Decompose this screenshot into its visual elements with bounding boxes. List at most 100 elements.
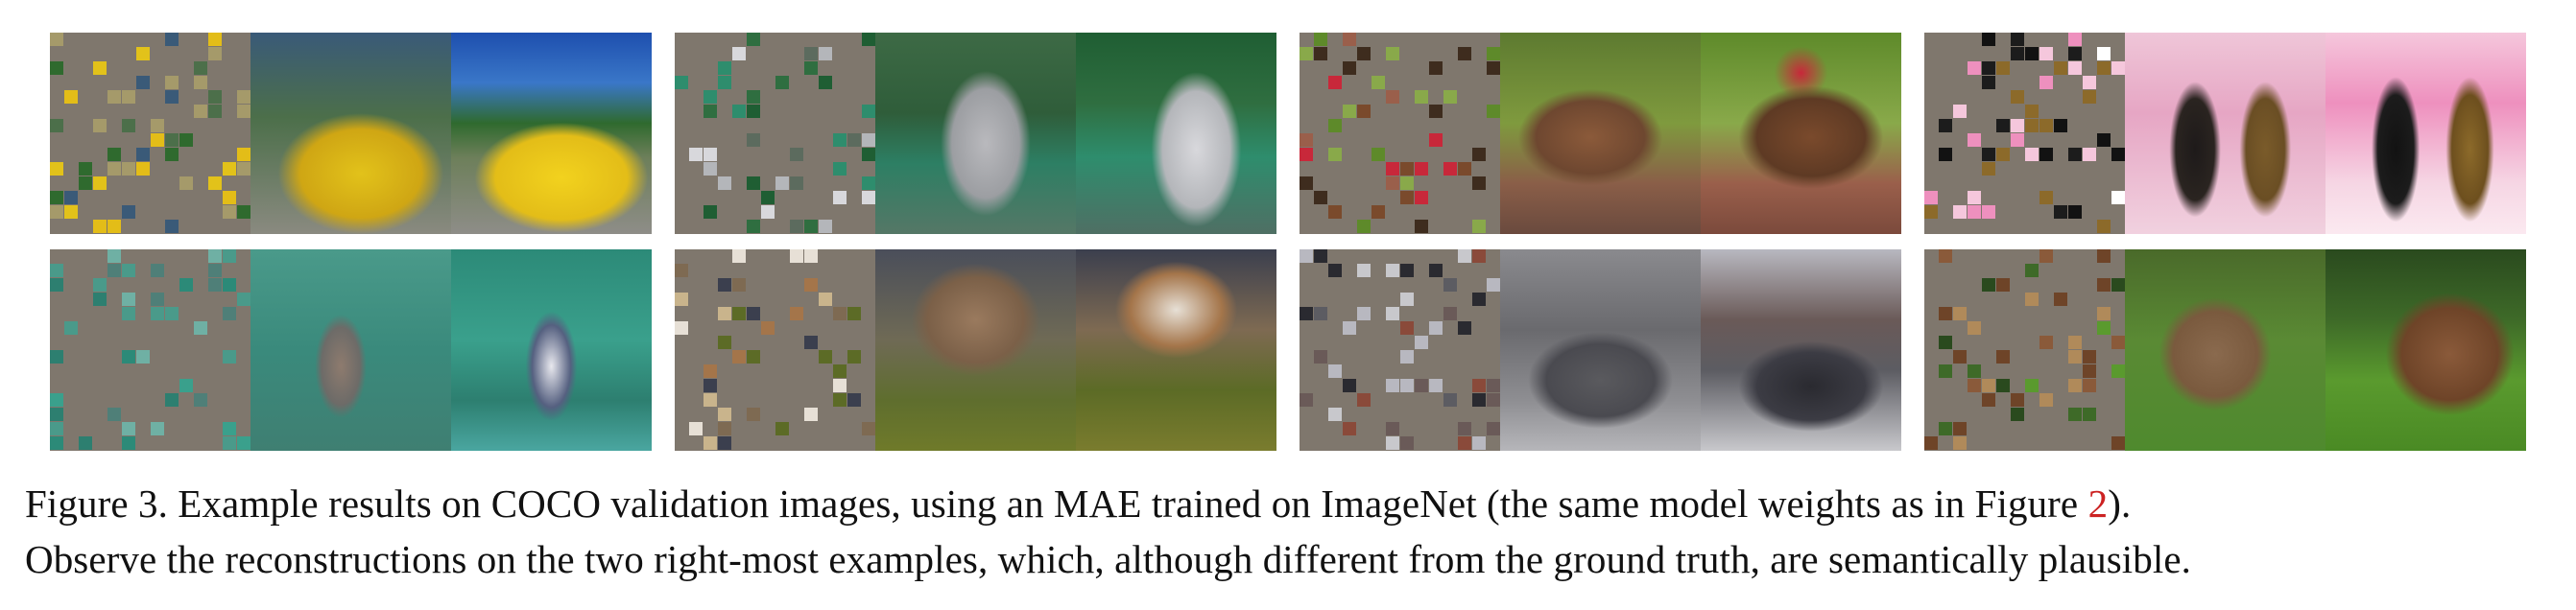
visible-patch [2097,249,2111,263]
visible-patch [1415,220,1428,233]
visible-patch [107,148,121,161]
visible-patch [2025,379,2039,392]
visible-patch [819,220,832,233]
visible-patch [2097,307,2111,320]
visible-patch [1968,364,1981,378]
visible-patch [1996,278,2010,292]
visible-patch [93,61,107,75]
visible-patch [1996,119,2010,132]
visible-patch [1343,422,1356,435]
visible-patch [1429,133,1443,147]
visible-patch [747,220,760,233]
visible-patch [2111,61,2125,75]
visible-patch [2111,336,2125,349]
visible-patch [2011,33,2024,46]
visible-patch [223,249,236,263]
visible-patch [50,33,63,46]
visible-patch [704,162,717,176]
visible-patch [2083,76,2096,89]
figure-reference-link[interactable]: 2 [2087,481,2109,526]
visible-patch [761,191,775,204]
visible-patch [1357,105,1371,118]
visible-patch [208,47,222,60]
masked-input-image [675,33,875,234]
example-dog [675,249,1276,451]
visible-patch [862,105,875,118]
visible-patch [194,76,207,89]
visible-patch [2111,191,2125,204]
example-baseball [675,33,1276,234]
visible-patch [151,119,164,132]
visible-patch [1982,148,1995,161]
visible-patch [2111,148,2125,161]
visible-patch [1968,321,1981,335]
visible-patch [833,379,847,392]
visible-patch [1386,436,1399,450]
visible-patch [1328,119,1342,132]
visible-patch [2083,408,2096,421]
visible-patch [1371,76,1385,89]
visible-patch [2039,191,2053,204]
visible-patch [747,33,760,46]
original-image [1701,33,1901,234]
visible-patch [2097,321,2111,335]
visible-patch [1357,47,1371,60]
visible-patch [1400,191,1414,204]
visible-patch [847,393,861,407]
visible-patch [718,176,731,190]
visible-patch [1371,205,1385,219]
visible-patch [1328,148,1342,161]
visible-patch [1996,61,2010,75]
visible-patch [107,90,121,104]
visible-patch [208,278,222,292]
visible-patch [747,408,760,421]
visible-patch [790,249,803,263]
visible-patch [136,47,150,60]
visible-patch [223,191,236,204]
visible-patch [93,176,107,190]
visible-patch [1472,393,1486,407]
visible-patch [1924,436,1938,450]
visible-patch [2068,61,2082,75]
visible-patch [732,278,746,292]
visible-patch [1400,436,1414,450]
visible-patch [2068,336,2082,349]
visible-patch [718,278,731,292]
visible-patch [2068,47,2082,60]
visible-patch [1443,90,1457,104]
visible-patch [1357,393,1371,407]
visible-patch [819,76,832,89]
visible-patch [50,162,63,176]
visible-patch [2068,379,2082,392]
visible-patch [179,379,193,392]
visible-patch [237,293,250,306]
visible-patch [165,76,179,89]
visible-patch [2068,148,2082,161]
visible-patch [208,90,222,104]
visible-patch [675,76,688,89]
visible-patch [704,205,717,219]
visible-patch [1443,278,1457,292]
visible-patch [1939,422,1952,435]
visible-patch [2039,249,2053,263]
visible-patch [1924,191,1938,204]
visible-patch [93,119,107,132]
visible-patch [151,307,164,320]
visible-patch [2068,350,2082,364]
visible-patch [179,278,193,292]
visible-patch [2111,436,2125,450]
visible-patch [2025,148,2039,161]
visible-patch [1472,379,1486,392]
reconstruction-image [250,33,451,234]
reconstruction-image [1500,33,1701,234]
visible-patch [775,76,789,89]
visible-patch [1400,321,1414,335]
visible-patch [237,105,250,118]
visible-patch [1982,33,1995,46]
visible-patch [2039,76,2053,89]
visible-patch [208,249,222,263]
visible-patch [1996,379,2010,392]
visible-patch [165,220,179,233]
visible-patch [1982,162,1995,176]
original-image [451,249,652,451]
